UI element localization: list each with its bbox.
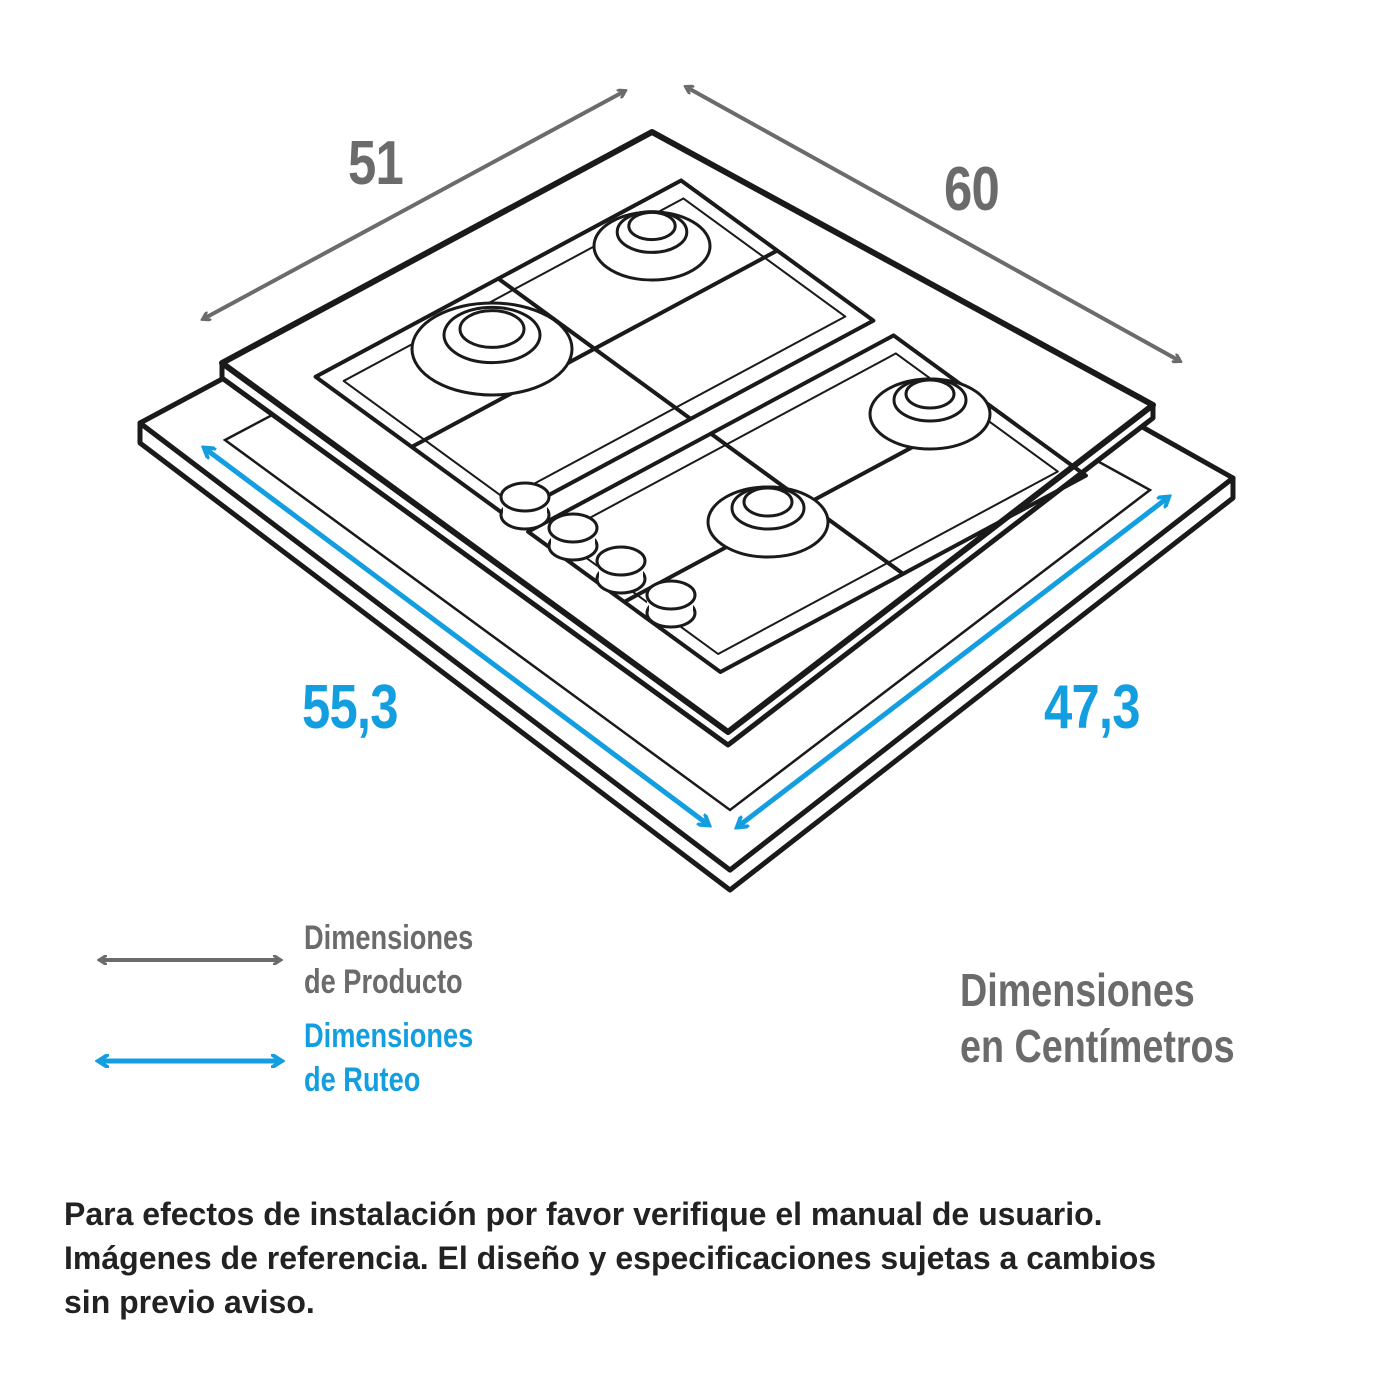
product-width-label: 60 (944, 155, 1000, 224)
routing-depth-arrow (740, 499, 1166, 825)
burner-cap (458, 309, 526, 349)
product-width-arrow (688, 88, 1178, 360)
knob-top (645, 579, 697, 611)
legend-routing-label: Dimensiones de Ruteo (304, 1014, 473, 1102)
legend-routing-line2: de Ruteo (304, 1061, 421, 1099)
knob-top (499, 481, 551, 513)
burner-cap (904, 378, 956, 410)
legend-product-line2: de Producto (304, 963, 463, 1001)
product-depth-label: 51 (348, 129, 404, 198)
routing-width-arrow (207, 450, 706, 823)
knob-top (547, 512, 599, 544)
routing-depth-label: 47,3 (1044, 673, 1140, 742)
legend-product-line1: Dimensiones (304, 919, 474, 957)
burner-cap (742, 486, 794, 518)
units-line2: en Centímetros (960, 1020, 1235, 1072)
disclaimer: Para efectos de instalación por favor ve… (64, 1192, 1384, 1324)
product-depth-arrow (205, 92, 623, 318)
routing-width-label: 55,3 (302, 673, 398, 742)
units-note: Dimensiones en Centímetros (960, 962, 1235, 1074)
burner-cap (627, 210, 677, 242)
knob-top (595, 545, 647, 577)
disclaimer-line3: sin previo aviso. (64, 1284, 315, 1320)
disclaimer-line2: Imágenes de referencia. El diseño y espe… (64, 1240, 1157, 1276)
disclaimer-line1: Para efectos de instalación por favor ve… (64, 1196, 1103, 1232)
legend-product-label: Dimensiones de Producto (304, 916, 473, 1004)
legend-routing-line1: Dimensiones (304, 1017, 474, 1055)
units-line1: Dimensiones (960, 964, 1195, 1016)
